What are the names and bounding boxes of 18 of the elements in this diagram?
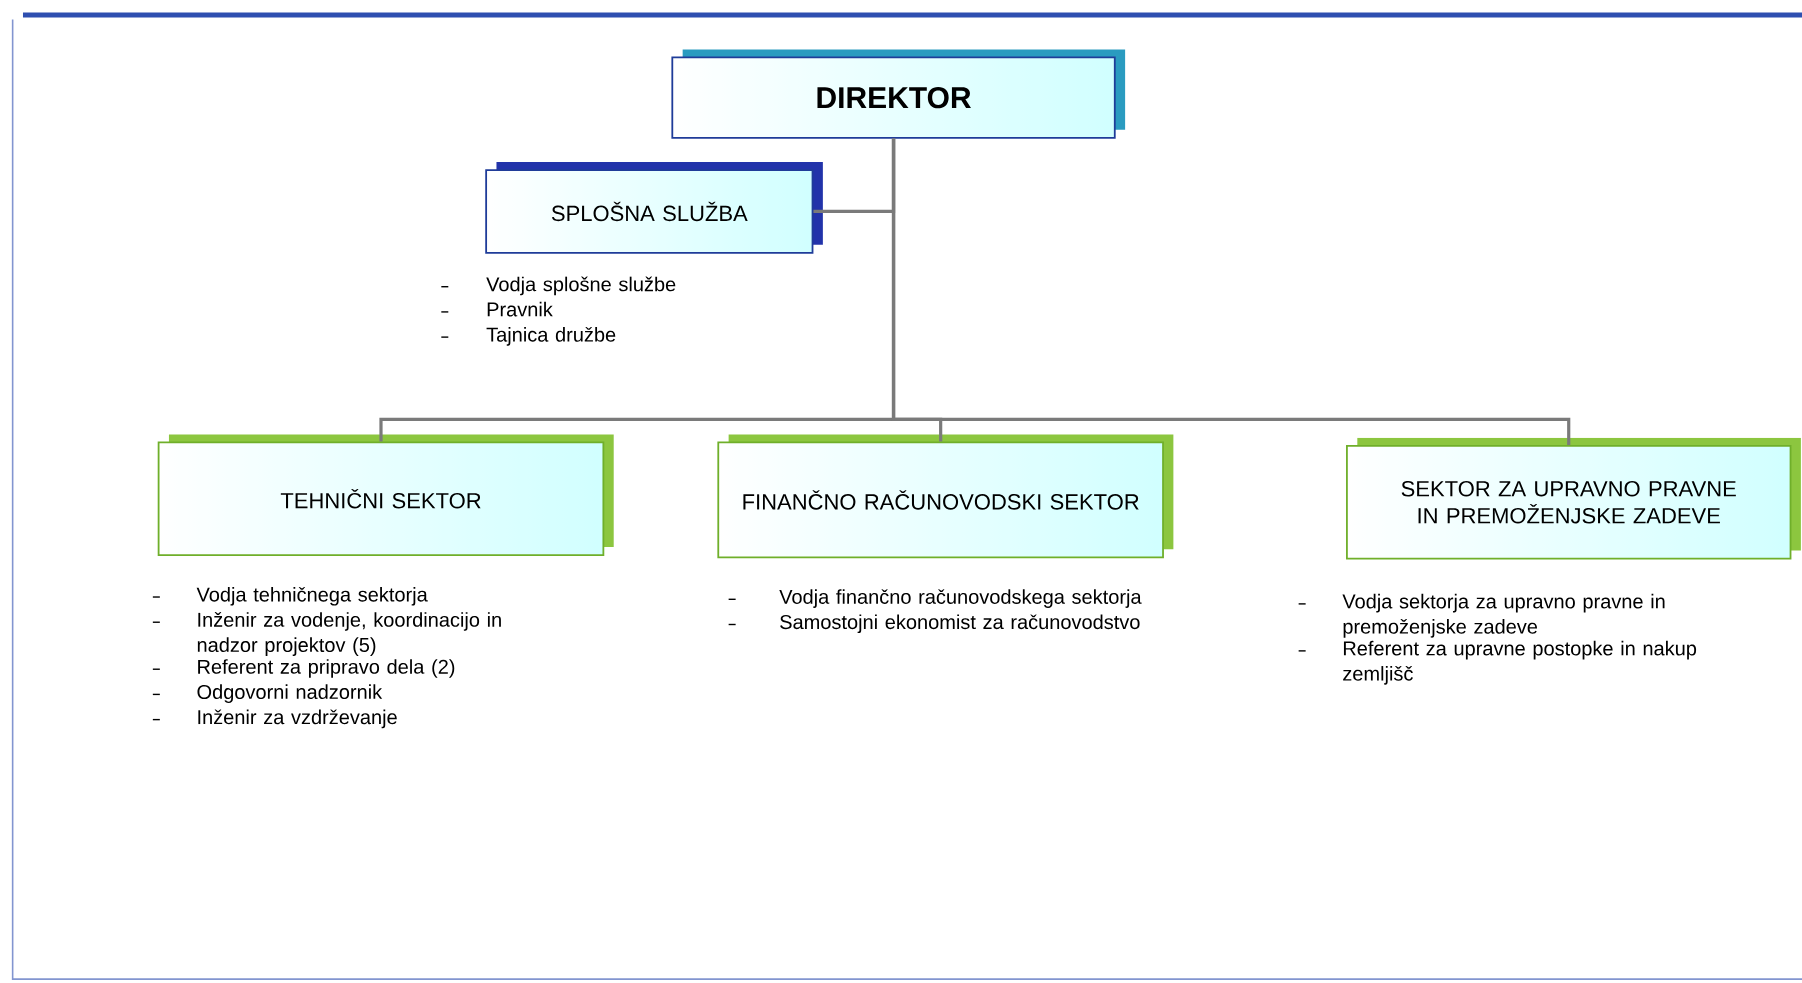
list-item: Referent za pripravo dela (2)	[198, 659, 455, 678]
list-item: Vodja sektorja za upravno pravne in premoženjske zadeve	[1342, 594, 1665, 638]
list-item: Vodja tehničnega sektorja	[196, 587, 428, 606]
list-item: Vodja splošne službe	[486, 276, 676, 296]
list-item: Vodja finančno računovodskega sektorja	[779, 589, 1142, 609]
list-item: Pravnik	[487, 302, 553, 317]
director-box: DIREKTOR	[671, 49, 1126, 139]
connector-line	[891, 139, 1571, 446]
list-item: Referent za upravne postopke in nakup zemljišč	[1343, 641, 1697, 685]
list-item: Inženir za vodenje, koordinacijo in nadzor projektov (5)	[197, 612, 501, 657]
sector-box: SEKTOR ZA UPRAVNO PRAVNE IN PREMOŽENJSKE ZADEVE	[1346, 438, 1801, 560]
list-item: Odgovorni nadzornik	[197, 684, 383, 704]
list-item: Inženir za vzdrževanje	[198, 709, 397, 729]
department-box: SPLOŠNA SLUŽBA	[485, 162, 823, 254]
sector-box: FINANČNO RAČUNOVODSKI SEKTOR	[717, 434, 1174, 559]
sector-box: TEHNIČNI SEKTOR	[157, 434, 614, 557]
list-item: Samostojni ekonomist za računovodstvo	[780, 614, 1140, 634]
list-item: Tajnica družbe	[486, 327, 616, 346]
